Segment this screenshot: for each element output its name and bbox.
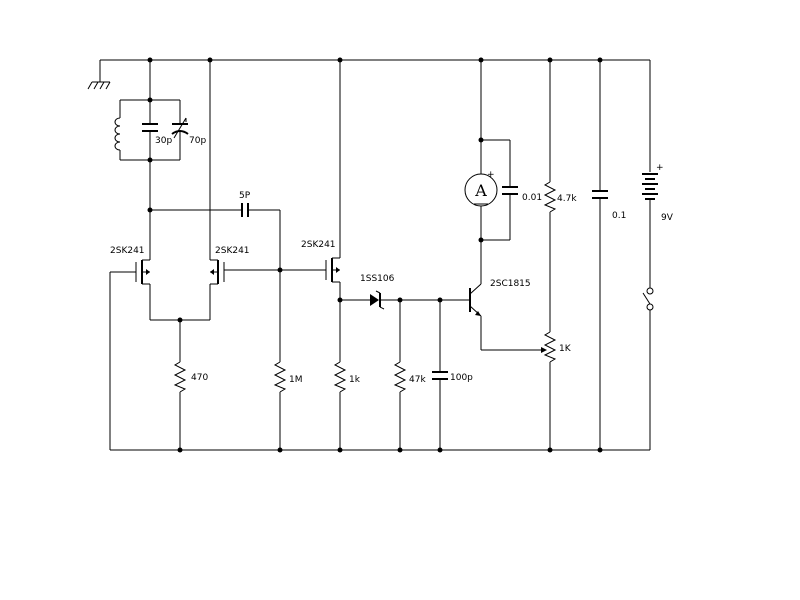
capacitor-icon (481, 139, 518, 241)
battery-plus: + (656, 163, 664, 173)
capacitor-001-label: 0.01 (522, 193, 542, 203)
capacitor-70p-label: 70p (189, 136, 206, 146)
ammeter-plus: + (487, 170, 495, 180)
resistor-icon (173, 361, 187, 393)
capacitor-01-label: 0.1 (612, 211, 626, 221)
mosfet-icon (110, 210, 151, 320)
feedback-network (150, 203, 281, 270)
tank-circuit: 30p 70p (114, 60, 206, 210)
top-rail (99, 59, 650, 82)
resistor-icon (333, 361, 347, 393)
resistor-1m-label: 1M (289, 375, 303, 385)
q4-label: 2SC1815 (490, 279, 531, 289)
q2-label: 2SK241 (215, 246, 250, 256)
resistor-4-7k-label: 4.7k (557, 194, 577, 204)
capacitor-icon (592, 60, 608, 450)
mosfet-icon (314, 60, 341, 362)
resistor-1k-label: 1k (349, 375, 361, 385)
ammeter-icon: A (464, 173, 498, 207)
potentiometer-label: 1K (559, 344, 572, 354)
junction-dots (147, 57, 603, 453)
inductor-icon (114, 100, 121, 160)
capacitor-30p-label: 30p (155, 136, 172, 146)
source-network (150, 319, 210, 450)
resistor-icon (273, 361, 287, 393)
q1-label: 2SK241 (110, 246, 145, 256)
capacitor-icon (432, 300, 448, 450)
switch-icon[interactable] (642, 287, 654, 311)
battery-icon (642, 173, 658, 200)
battery-label: 9V (661, 213, 674, 223)
potentiometer-icon (541, 331, 557, 363)
diode-icon (370, 290, 385, 310)
resistor-icon (543, 181, 557, 213)
resistor-470-label: 470 (191, 373, 208, 383)
capacitor-icon (142, 100, 158, 160)
npn-transistor-icon (469, 240, 541, 351)
capacitor-5p-label: 5P (239, 191, 251, 201)
ground-icon (87, 81, 111, 90)
resistor-icon (393, 361, 407, 393)
mosfet-icon (209, 60, 280, 320)
q3-label: 2SK241 (301, 240, 336, 250)
ammeter-symbol: A (474, 181, 487, 200)
capacitor-100p-label: 100p (450, 373, 473, 383)
variable-capacitor-icon (171, 100, 189, 160)
diode-label: 1SS106 (360, 274, 395, 284)
gate-bias (279, 269, 314, 450)
resistor-47k-label: 47k (409, 375, 426, 385)
